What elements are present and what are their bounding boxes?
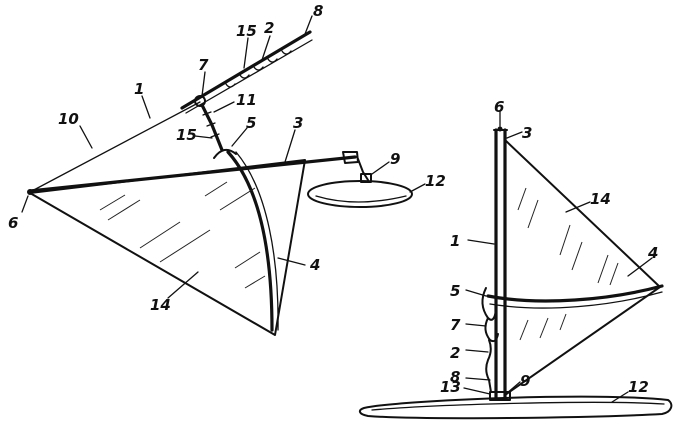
left-connector-wraps xyxy=(202,111,220,138)
right-view: 1 3 6 14 4 5 7 2 8 13 9 12 xyxy=(358,98,673,420)
right-boom-4-edge xyxy=(489,291,663,309)
left-label-8: 8 xyxy=(313,2,323,20)
left-hook-5 xyxy=(213,148,237,159)
left-wrap-marks xyxy=(225,50,292,88)
right-label-2: 2 xyxy=(450,344,460,362)
right-label-3: 3 xyxy=(522,124,532,142)
left-pole-9 xyxy=(357,158,369,181)
right-cord-2 xyxy=(485,339,492,393)
right-boom-4 xyxy=(486,284,664,303)
left-label-9: 9 xyxy=(390,150,400,168)
left-sail-hatching xyxy=(99,181,266,289)
right-label-12: 12 xyxy=(628,378,649,396)
right-sail-hatching xyxy=(517,187,619,341)
left-stay-1 xyxy=(29,101,201,193)
right-label-9: 9 xyxy=(520,372,530,390)
right-label-5: 5 xyxy=(450,282,460,300)
left-connector-11 xyxy=(200,103,224,152)
left-label-5: 5 xyxy=(246,114,256,132)
left-label-11: 11 xyxy=(236,91,257,109)
right-label-8: 8 xyxy=(450,368,460,386)
left-batten-4-edge xyxy=(235,151,279,331)
left-label-7: 7 xyxy=(198,56,209,74)
right-label-6: 6 xyxy=(494,98,504,116)
left-boom-end xyxy=(342,151,359,164)
left-mast-2-edge xyxy=(185,39,313,114)
left-joint-7 xyxy=(194,95,206,107)
right-end-6 xyxy=(497,126,503,132)
left-label-12: 12 xyxy=(425,172,446,190)
left-label-15-bottom: 15 xyxy=(176,126,197,144)
left-batten-4 xyxy=(226,150,274,332)
right-label-14: 14 xyxy=(590,190,611,208)
left-float-12 xyxy=(307,180,413,208)
right-sail xyxy=(504,139,661,396)
right-leaders xyxy=(463,111,653,403)
right-label-7: 7 xyxy=(450,316,461,334)
left-view: 1 10 2 8 15 7 11 15 5 3 9 12 4 14 6 xyxy=(8,2,446,336)
left-label-1: 1 xyxy=(134,80,144,98)
right-hook-5 xyxy=(481,287,497,321)
right-label-4: 4 xyxy=(647,244,658,262)
left-label-14: 14 xyxy=(150,296,171,314)
right-base-9 xyxy=(489,391,511,401)
right-label-13: 13 xyxy=(440,378,461,396)
left-label-10: 10 xyxy=(58,110,79,128)
left-label-15-top: 15 xyxy=(236,22,257,40)
left-mast-2 xyxy=(180,30,312,110)
left-label-4: 4 xyxy=(309,256,320,274)
right-board-12 xyxy=(358,395,673,420)
left-float-12-shade xyxy=(315,195,407,203)
left-boom xyxy=(28,155,357,193)
left-label-6: 6 xyxy=(8,214,18,232)
right-label-1: 1 xyxy=(450,232,460,250)
left-end-6 xyxy=(27,189,33,195)
left-label-3: 3 xyxy=(293,114,303,132)
left-leaders xyxy=(21,15,426,299)
right-board-12-shade xyxy=(371,401,665,411)
left-label-2: 2 xyxy=(264,19,274,37)
